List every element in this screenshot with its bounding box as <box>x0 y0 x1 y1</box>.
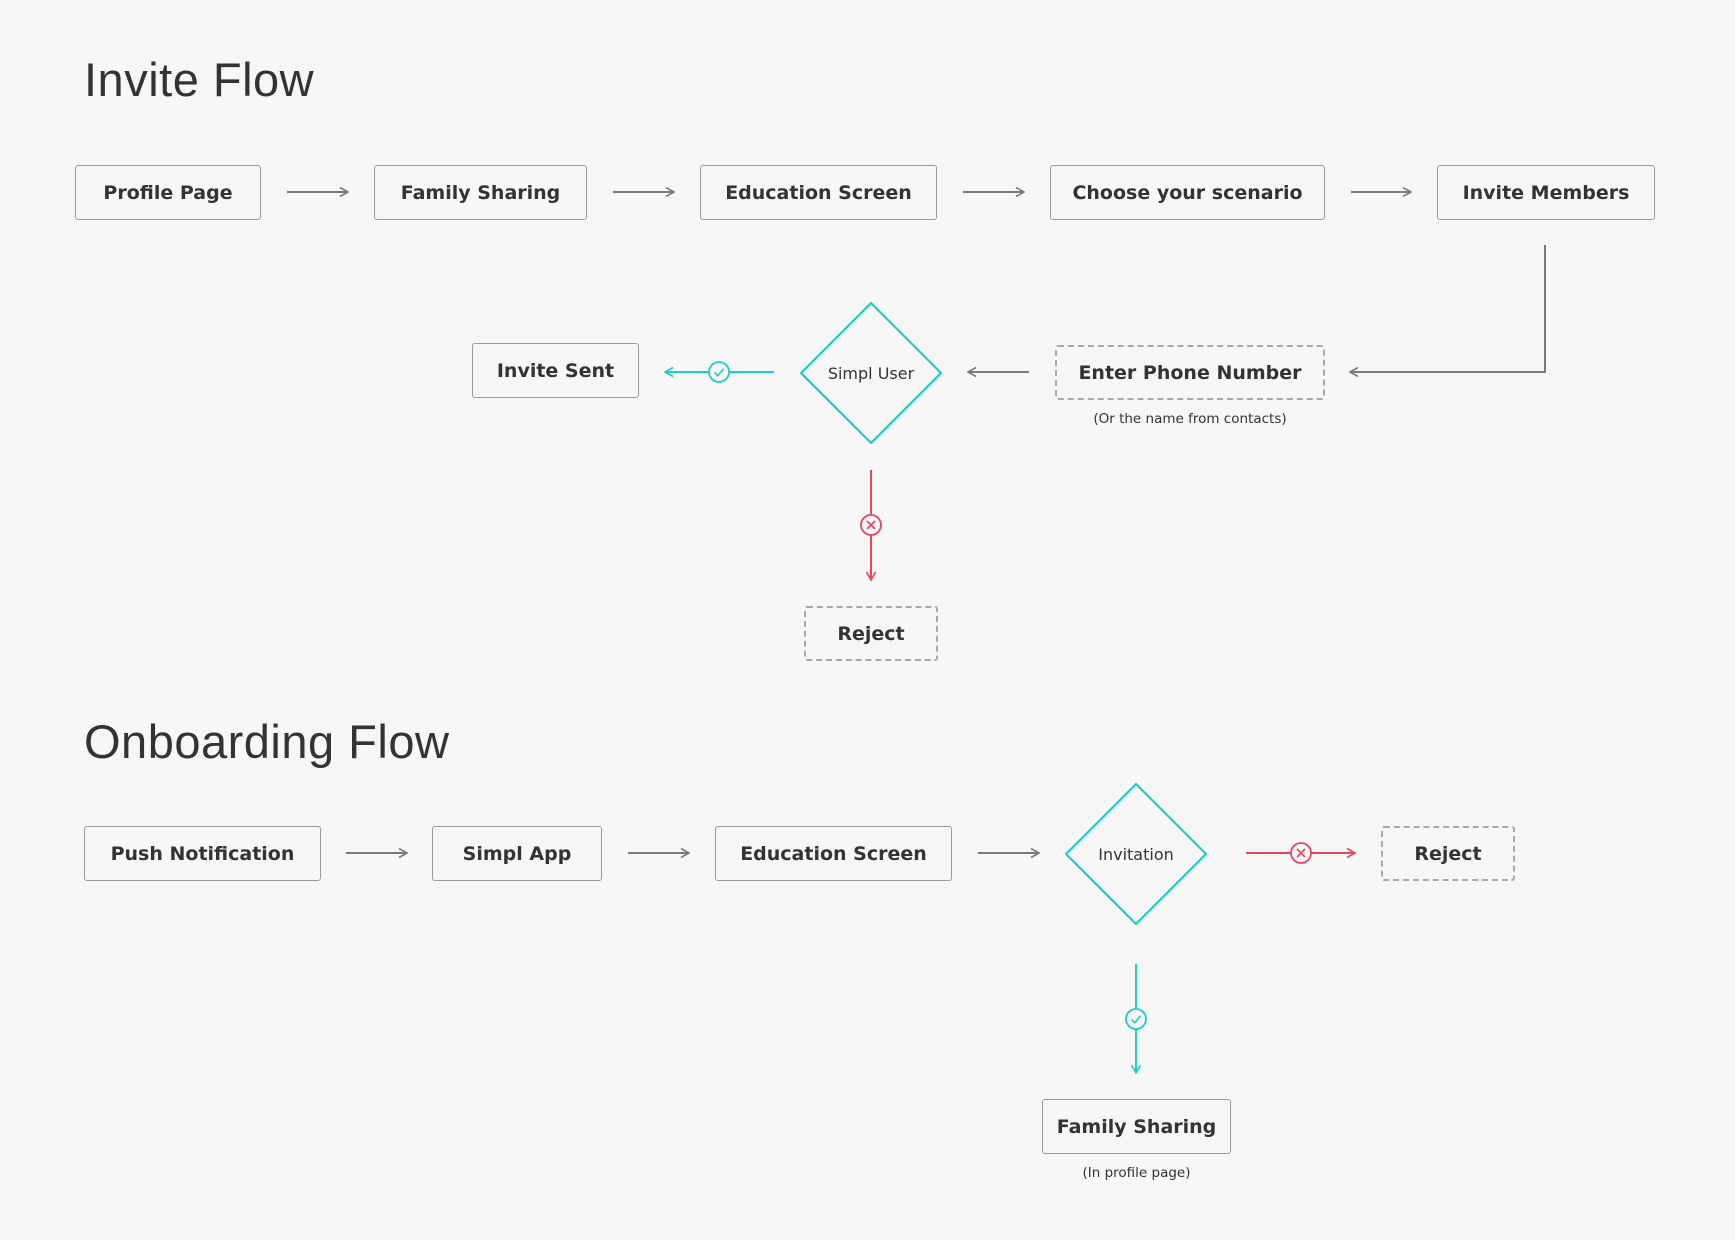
success-check-icon <box>1125 1008 1147 1030</box>
node-push-notification: Push Notification <box>84 826 321 881</box>
success-check-icon <box>708 361 730 383</box>
invite-flow-title: Invite Flow <box>84 53 315 106</box>
node-onboarding-reject: Reject <box>1381 826 1515 881</box>
enter-phone-note: (Or the name from contacts) <box>1093 411 1287 427</box>
node-invite-reject: Reject <box>804 606 938 661</box>
arrow-invite-members-to-enter-phone <box>1350 245 1546 372</box>
node-family-sharing: Family Sharing <box>374 165 587 220</box>
family-sharing-note: (In profile page) <box>1082 1165 1191 1181</box>
decision-invitation-label: Invitation <box>1098 845 1174 864</box>
node-onboarding-education-screen: Education Screen <box>715 826 952 881</box>
node-choose-scenario: Choose your scenario <box>1050 165 1325 220</box>
onboarding-flow-title: Onboarding Flow <box>84 715 450 768</box>
node-enter-phone-number: Enter Phone Number <box>1055 345 1325 400</box>
node-simpl-app: Simpl App <box>432 826 602 881</box>
decision-simpl-user-diamond <box>799 301 943 445</box>
node-education-screen: Education Screen <box>700 165 937 220</box>
node-invite-sent: Invite Sent <box>472 343 639 398</box>
node-invite-members: Invite Members <box>1437 165 1655 220</box>
decision-simpl-user-label: Simpl User <box>827 364 915 383</box>
node-profile-page: Profile Page <box>75 165 261 220</box>
decision-invitation-diamond <box>1064 782 1208 926</box>
node-onboarding-family-sharing: Family Sharing <box>1042 1099 1231 1154</box>
